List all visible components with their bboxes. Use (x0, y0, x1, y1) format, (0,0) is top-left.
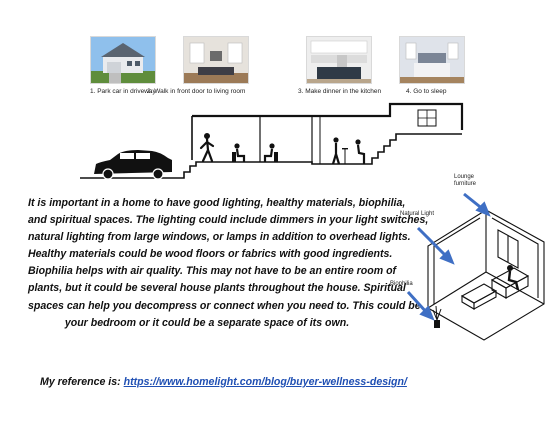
step-caption-3: 3. Make dinner in the kitchen (298, 88, 382, 95)
photo-kitchen (306, 36, 372, 84)
body-line-5: Biophilia helps with air quality. This m… (28, 265, 397, 278)
body-line-2: and spiritual spaces. The lighting could… (28, 214, 429, 227)
isometric-room-diagram (406, 192, 545, 341)
body-paragraph: It is important in a home to have good l… (28, 195, 429, 332)
step-caption-4: 4. Go to sleep (406, 88, 447, 95)
photo-house-exterior (90, 36, 156, 84)
body-line-6: plants, but it could be several house pl… (28, 282, 406, 295)
step-caption-1: 1. Park car in driveway (90, 88, 156, 95)
step-caption-2: 2. Walk in front door to living room (147, 88, 246, 95)
body-line-1: It is important in a home to have good l… (28, 197, 406, 209)
body-line-3: natural lighting from large windows, or … (28, 231, 411, 244)
photo-bedroom (399, 36, 465, 84)
house-section-diagram (80, 102, 464, 180)
body-line-7: spaces can help you decompress or connec… (28, 299, 421, 312)
body-line-8: your bedroom or it could be a separate s… (64, 316, 350, 329)
body-line-4: Healthy materials could be wood floors o… (28, 248, 393, 261)
photo-living-room (183, 36, 249, 84)
reference-link[interactable]: https://www.homelight.com/blog/buyer-wel… (123, 376, 407, 388)
biophilia-label: Biophilia (390, 281, 413, 287)
lounge-label-line-1: Lounge (454, 174, 475, 180)
lounge-furniture-label: Lounge furniture (454, 174, 476, 188)
natural-light-label: Natural Light (400, 211, 435, 217)
lounge-label-line-2: furniture (454, 181, 477, 187)
reference-line: My reference is: https://www.homelight.c… (40, 376, 407, 388)
reference-prefix: My reference is: (40, 376, 124, 388)
